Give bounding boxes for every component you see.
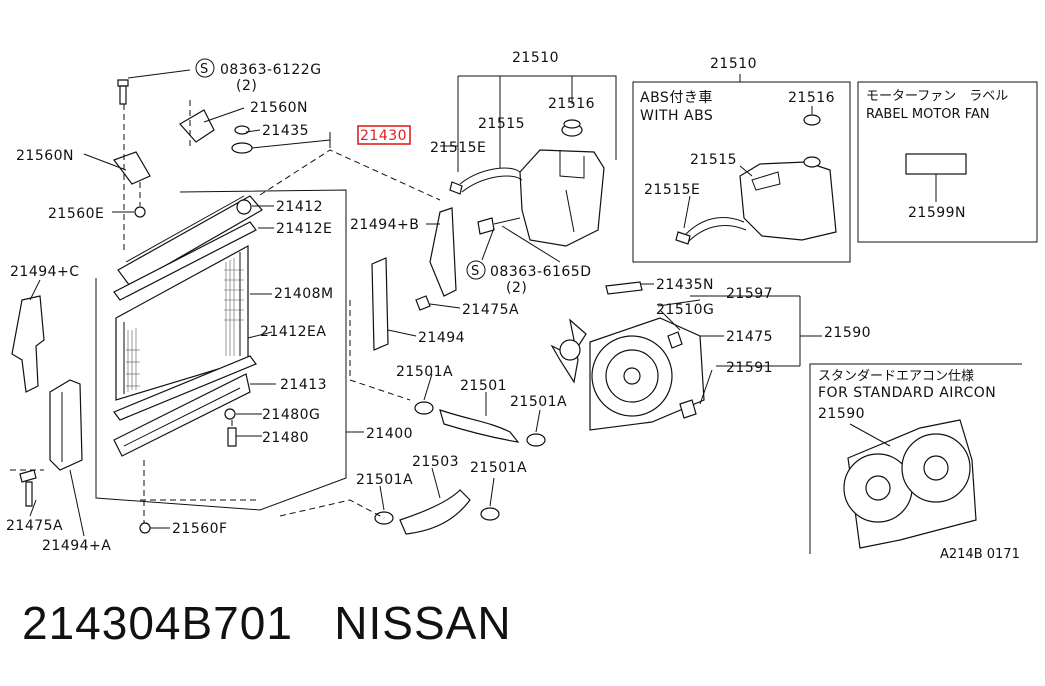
highlight-21430: [357, 125, 411, 145]
label-21515-b: 21515: [690, 152, 737, 168]
circled-s-icon: S: [466, 260, 486, 280]
label-21430: 21430: [360, 128, 407, 144]
part-number-caption: 214304B701 NISSAN: [22, 597, 512, 649]
label-21501a-a: 21501A: [396, 364, 453, 380]
label-21475a-a: 21475A: [6, 518, 63, 534]
label-21560f: 21560F: [172, 521, 228, 537]
label-08363-6122g: 08363-6122G: [220, 62, 322, 78]
label-21591: 21591: [726, 360, 773, 376]
label-21560n-b: 21560N: [16, 148, 74, 164]
label-abs-en: WITH ABS: [640, 108, 713, 124]
hoses-and-clamps: [279, 207, 546, 535]
svg-text:S: S: [471, 264, 479, 279]
svg-text:S: S: [200, 62, 208, 77]
label-fan-en: RABEL MOTOR FAN: [866, 107, 990, 122]
abs-variant-box: [632, 74, 851, 263]
label-21510-b: 21510: [710, 56, 757, 72]
label-21412: 21412: [276, 199, 323, 215]
label-21435n: 21435N: [656, 277, 714, 293]
label-21516-a: 21516: [548, 96, 595, 112]
label-21501a-d: 21501A: [356, 472, 413, 488]
label-fan-jp: モーターファン ラベル: [866, 89, 1008, 104]
label-21412ea: 21412EA: [260, 324, 326, 340]
label-21408m: 21408M: [274, 286, 334, 302]
label-21494: 21494: [418, 330, 465, 346]
label-08363-6122g-qty: (2): [236, 78, 257, 94]
label-21560e: 21560E: [48, 206, 104, 222]
fan-label-box: [857, 81, 1038, 243]
label-21412e: 21412E: [276, 221, 332, 237]
label-21515e-b: 21515E: [644, 182, 700, 198]
label-21413: 21413: [280, 377, 327, 393]
label-21435: 21435: [262, 123, 309, 139]
label-21560n-a: 21560N: [250, 100, 308, 116]
label-21590-a: 21590: [824, 325, 871, 341]
label-21475: 21475: [726, 329, 773, 345]
label-21480: 21480: [262, 430, 309, 446]
label-std-jp: スタンダードエアコン仕様: [818, 369, 974, 384]
label-21475a-b: 21475A: [462, 302, 519, 318]
label-abs-jp: ABS付き車: [640, 89, 713, 106]
circled-s-icon: S: [195, 58, 215, 78]
label-21510g: 21510G: [656, 302, 714, 318]
label-21503: 21503: [412, 454, 459, 470]
label-21400: 21400: [366, 426, 413, 442]
label-21599n: 21599N: [908, 205, 966, 221]
radiator-core-fins: [126, 258, 244, 392]
label-std-en: FOR STANDARD AIRCON: [818, 385, 996, 401]
label-21501: 21501: [460, 378, 507, 394]
label-21494c: 21494+C: [10, 264, 80, 280]
radiator-assembly: [10, 79, 441, 534]
label-21590-b: 21590: [818, 406, 865, 422]
fan-assembly: [550, 281, 822, 431]
label-21516-b: 21516: [788, 90, 835, 106]
label-21480g: 21480G: [262, 407, 320, 423]
standard-aircon-box: [809, 363, 1022, 554]
label-21494a: 21494+A: [42, 538, 111, 554]
leader-lines-left: [29, 69, 364, 537]
label-08363-6165d: 08363-6165D: [490, 264, 592, 280]
label-08363-6165d-qty: (2): [506, 280, 527, 296]
label-21597: 21597: [726, 286, 773, 302]
label-21501a-b: 21501A: [510, 394, 567, 410]
label-21515-a: 21515: [478, 116, 525, 132]
label-21510-a: 21510: [512, 50, 559, 66]
label-21494b: 21494+B: [350, 217, 419, 233]
diagram-code: A214B 0171: [940, 547, 1020, 562]
label-21515e-a: 21515E: [430, 140, 486, 156]
reservoir-assembly: [440, 75, 617, 263]
label-21501a-c: 21501A: [470, 460, 527, 476]
